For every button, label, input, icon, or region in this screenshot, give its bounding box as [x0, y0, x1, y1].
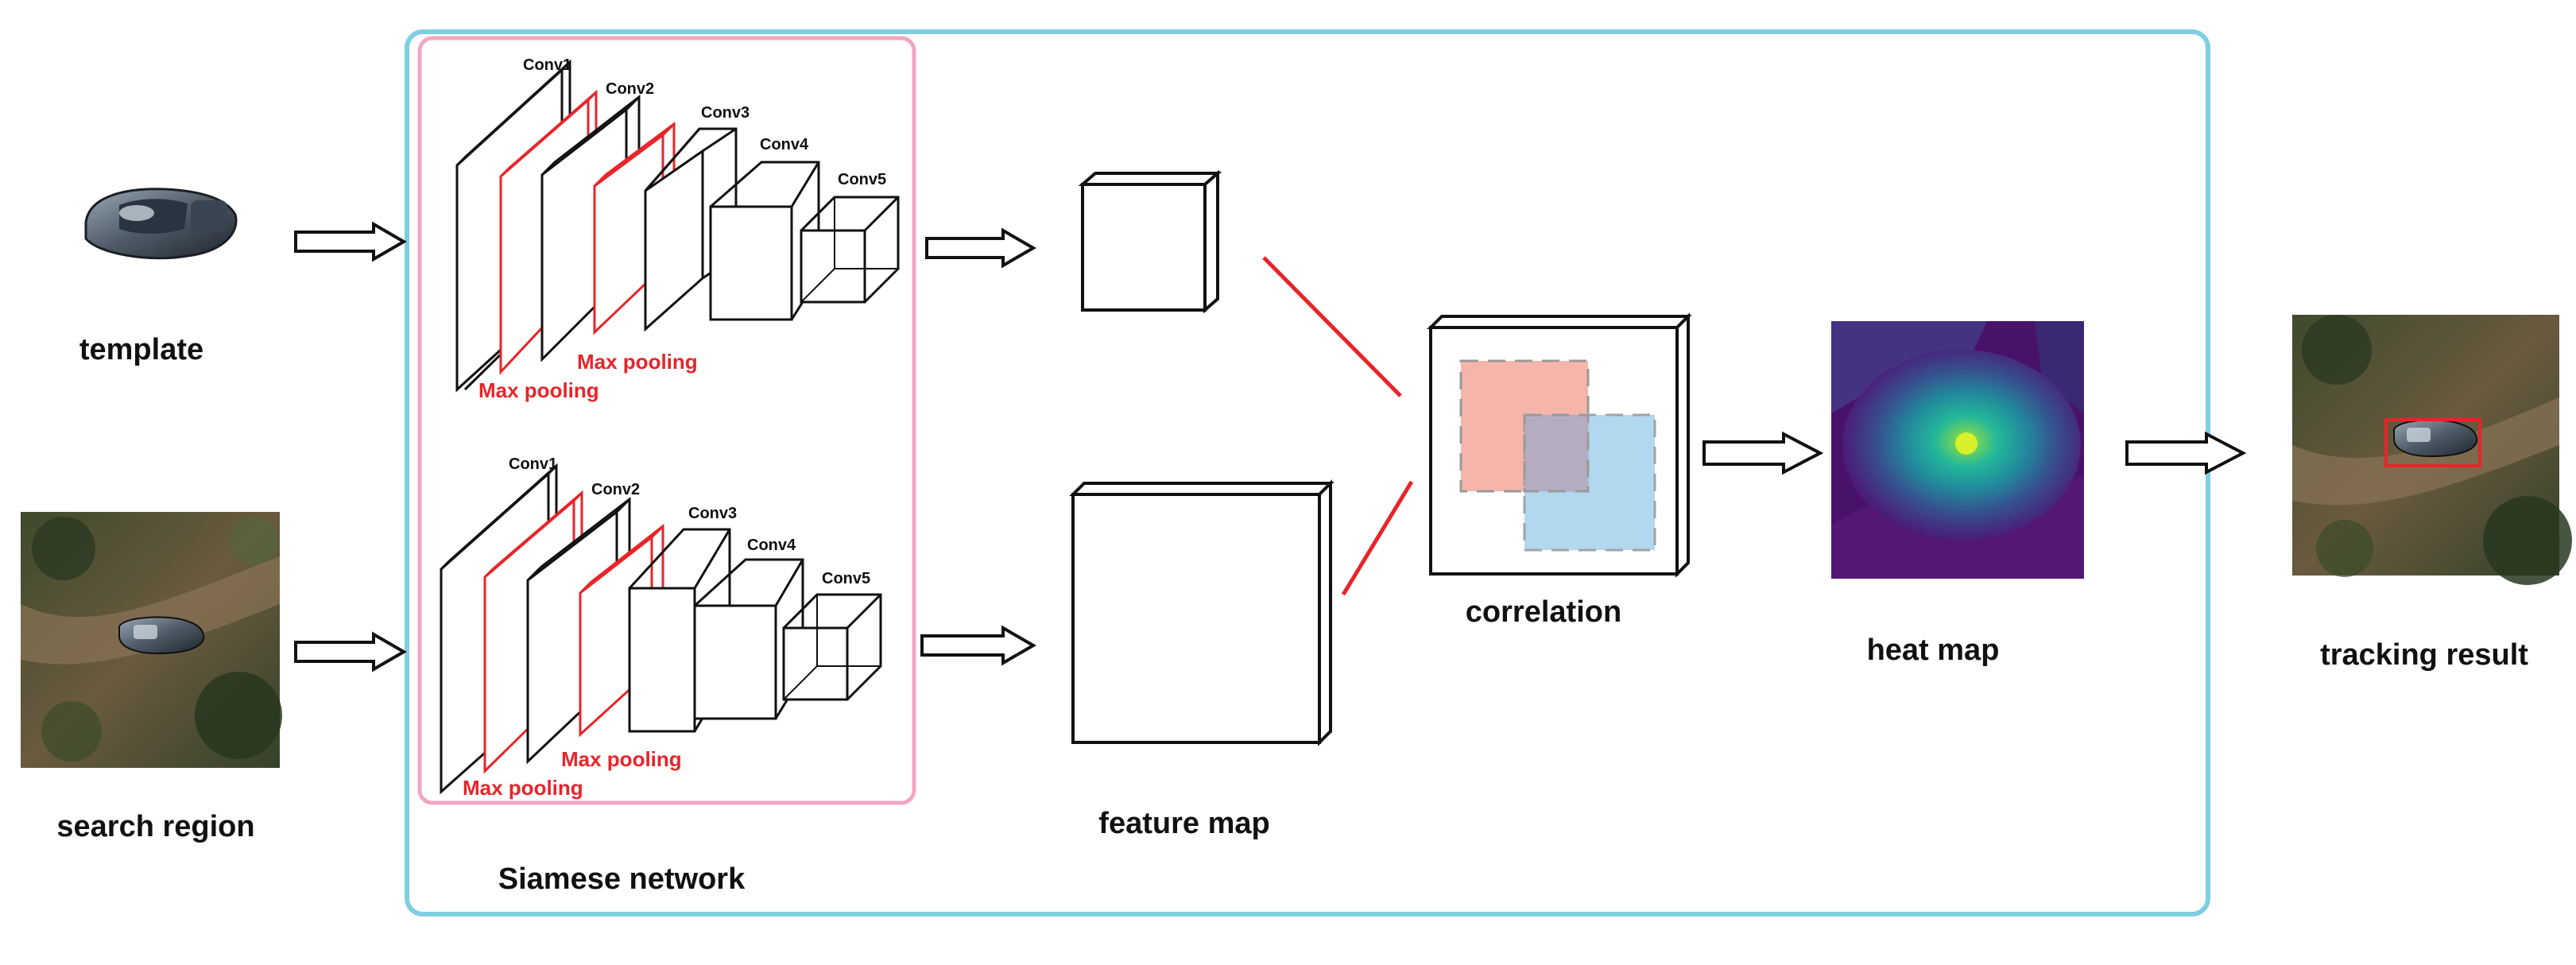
bottom-conv-stack [440, 463, 882, 795]
bottom-correlation-line [1341, 480, 1414, 596]
tracking-result-image [2292, 315, 2572, 585]
bottom-pool2-label: Max pooling [561, 747, 682, 771]
tracking-result-label: tracking result [2320, 638, 2528, 672]
heat-map-label: heat map [1867, 634, 2000, 667]
template-feature-cube [1078, 169, 1222, 314]
bottom-pool1-label: Max pooling [463, 776, 583, 800]
feature-map-label: feature map [1098, 807, 1269, 840]
top-conv-stack [455, 59, 900, 393]
bottom-conv3-label: Conv3 [688, 505, 737, 522]
arrow-top-feature [925, 227, 1036, 269]
top-pool2-label: Max pooling [577, 350, 698, 374]
arrow-template-in [294, 221, 407, 262]
template-image [84, 188, 242, 260]
top-pool1-label: Max pooling [478, 378, 599, 402]
correlation-label: correlation [1466, 595, 1621, 629]
feature-map-cube [1069, 479, 1334, 746]
search-region-image [21, 512, 282, 768]
top-correlation-line [1262, 256, 1402, 397]
top-conv5-label: Conv5 [838, 171, 886, 188]
arrow-heatmap-result [2125, 431, 2247, 475]
tracking-box [2384, 418, 2481, 467]
template-label: template [79, 333, 203, 366]
top-conv1-label: Conv1 [523, 56, 571, 74]
arrow-bottom-feature [920, 625, 1036, 666]
bottom-conv1-label: Conv1 [509, 455, 557, 473]
bottom-conv2-label: Conv2 [591, 481, 640, 498]
siamese-network-label: Siamese network [498, 862, 746, 896]
heat-map-image [1831, 321, 2084, 579]
bottom-conv5-label: Conv5 [822, 570, 870, 587]
top-conv2-label: Conv2 [606, 80, 654, 98]
arrow-correlation-heatmap [1702, 431, 1824, 475]
search-region-label: search region [56, 810, 254, 843]
arrow-search-in [294, 631, 407, 672]
top-conv4-label: Conv4 [760, 136, 809, 153]
top-conv3-label: Conv3 [701, 104, 750, 122]
siamese-frame [417, 36, 916, 805]
correlation-cube [1427, 312, 1692, 578]
bottom-conv4-label: Conv4 [747, 537, 796, 554]
